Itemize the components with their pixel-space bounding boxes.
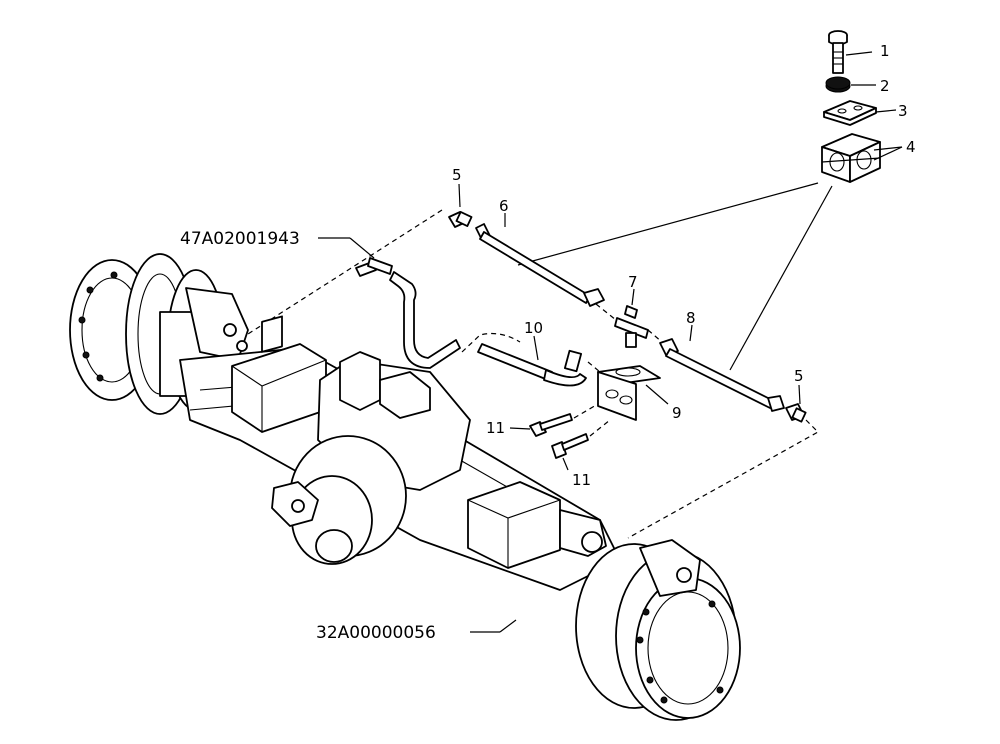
hose-kit-part-number: 47A02001943	[180, 229, 300, 249]
right-wheel-hub	[575, 539, 741, 721]
hose-kit-47A02001943	[355, 257, 461, 369]
callout-5-lower: 5	[794, 367, 804, 385]
fitting-part-5-upper	[448, 211, 473, 228]
pipe-part-8	[659, 338, 785, 412]
callout-2: 2	[880, 77, 890, 95]
fitting-part-5-lower	[785, 403, 807, 423]
bolt-part-11-b	[551, 433, 589, 459]
left-wheel-hub	[69, 253, 249, 415]
callout-11-a: 11	[486, 419, 505, 437]
pipe-part-6	[475, 223, 605, 307]
hose-part-10	[477, 343, 587, 387]
callout-1: 1	[880, 42, 890, 60]
callout-4: 4	[906, 138, 916, 156]
screw-part-1	[828, 30, 848, 74]
callout-8: 8	[686, 309, 696, 327]
differential-housing	[271, 351, 471, 565]
right-spring-pad	[467, 481, 607, 569]
callout-10: 10	[524, 319, 543, 337]
washer-part-2	[825, 76, 851, 93]
bracket-part-9	[597, 365, 661, 421]
callout-9: 9	[672, 404, 682, 422]
callout-3: 3	[898, 102, 908, 120]
tee-fitting-part-7	[614, 305, 649, 348]
callout-7: 7	[628, 273, 638, 291]
plate-part-3	[823, 100, 877, 126]
assembly-part-number: 32A00000056	[316, 623, 436, 643]
clamp-block-part-4	[821, 133, 881, 183]
axle-assembly-32A00000056	[69, 253, 741, 721]
bolt-part-11-a	[529, 413, 573, 437]
callout-5-upper: 5	[452, 166, 462, 184]
callout-6: 6	[499, 197, 509, 215]
callout-11-b: 11	[572, 471, 591, 489]
